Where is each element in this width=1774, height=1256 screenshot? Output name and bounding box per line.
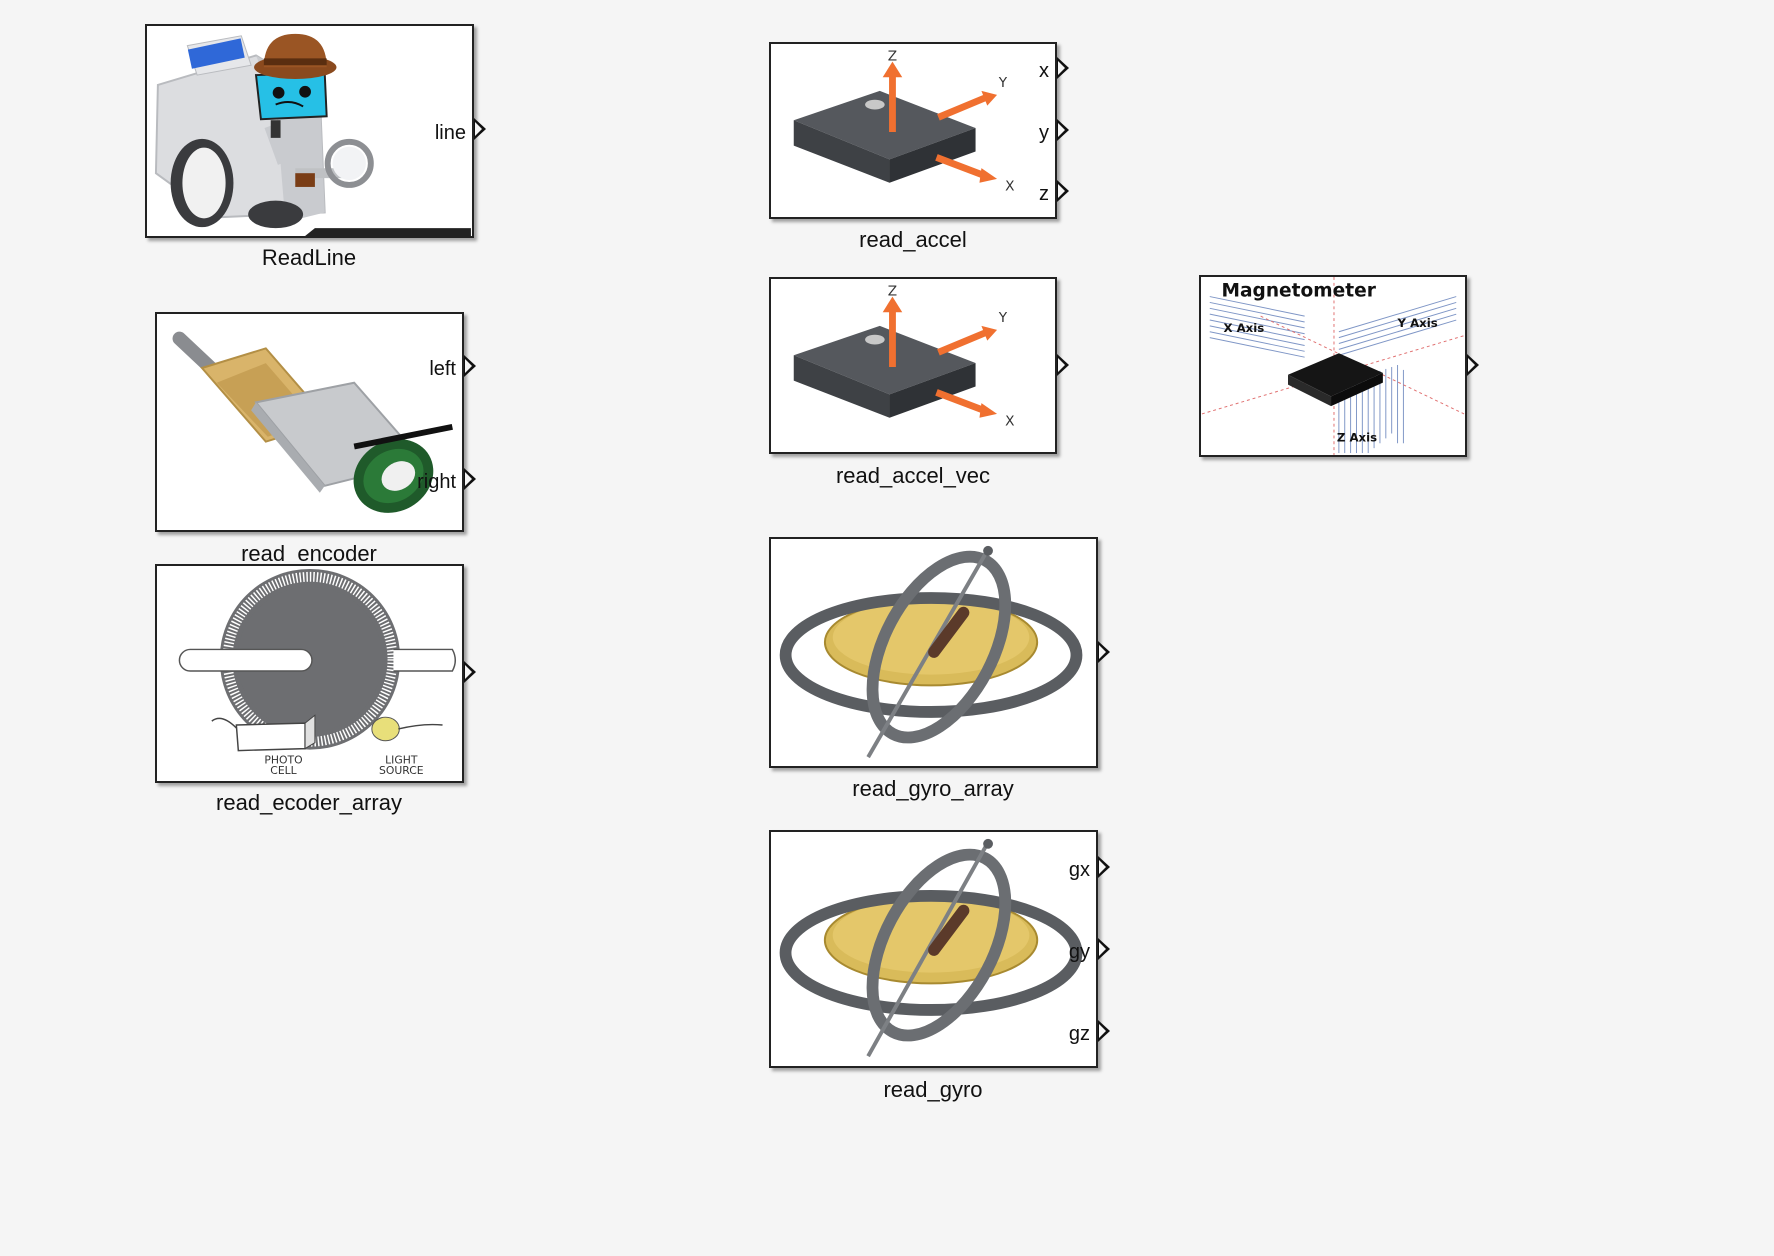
output-port-gy[interactable] xyxy=(1098,938,1110,960)
port-label-x: x xyxy=(1039,60,1049,82)
light-source-label-1: LIGHT xyxy=(385,753,418,766)
output-port-accel-x[interactable] xyxy=(1057,57,1069,79)
axis-y-label: Y xyxy=(998,310,1008,326)
output-port-gyro-array[interactable] xyxy=(1098,641,1110,663)
magnetometer-z-axis: Z Axis xyxy=(1337,430,1377,444)
magnetometer-title: Magnetometer xyxy=(1222,281,1377,302)
read-gyro-name: read_gyro xyxy=(883,1077,983,1102)
read-accel-name: read_accel xyxy=(859,227,967,252)
output-port-gz[interactable] xyxy=(1098,1020,1110,1042)
optical-encoder-disk-icon: PHOTO CELL LIGHT SOURCE xyxy=(178,568,457,777)
port-label-gz: gz xyxy=(1068,1023,1090,1045)
readline-name: ReadLine xyxy=(261,245,357,270)
port-label-gx: gx xyxy=(1068,859,1090,881)
readline-block[interactable]: line xyxy=(145,24,474,238)
read-encoder-name: read_encoder xyxy=(241,541,377,566)
robot-detective-icon xyxy=(154,33,471,236)
read-gyro-block[interactable]: gx gy gz xyxy=(769,830,1098,1068)
read-ecoder-array-name: read_ecoder_array xyxy=(216,790,402,815)
output-port-accel-vec[interactable] xyxy=(1057,354,1069,376)
axis-x-label: X xyxy=(1005,179,1014,195)
gyroscope-icon xyxy=(779,838,1083,1058)
gear-motor-encoder-icon xyxy=(172,331,453,513)
magnetometer-y-axis: Y Axis xyxy=(1397,316,1438,330)
port-label-z: z xyxy=(1039,183,1049,205)
output-port-accel-z[interactable] xyxy=(1057,180,1069,202)
output-port-left[interactable] xyxy=(464,355,476,377)
gyroscope-icon xyxy=(779,545,1083,759)
axis-y-label: Y xyxy=(998,75,1008,91)
accelerometer-chip-icon: Z Y X xyxy=(793,49,1014,195)
port-label-left: left xyxy=(429,358,456,380)
read-ecoder-array-block[interactable]: PHOTO CELL LIGHT SOURCE xyxy=(155,564,464,783)
read-encoder-block[interactable]: left right xyxy=(155,312,464,532)
output-port-line[interactable] xyxy=(474,118,486,140)
magnetometer-block[interactable]: Magnetometer X Axis Y Axis Z Axis xyxy=(1199,275,1467,457)
read-gyro-array-name: read_gyro_array xyxy=(852,776,1014,801)
read-accel-vec-block[interactable]: Z Y X xyxy=(769,277,1057,454)
port-label-gy: gy xyxy=(1068,941,1090,963)
output-port-magnetometer[interactable] xyxy=(1467,354,1479,376)
port-label-right: right xyxy=(417,471,456,493)
port-label-line: line xyxy=(434,122,466,144)
light-source-label-2: SOURCE xyxy=(379,764,424,777)
port-label-y: y xyxy=(1039,122,1049,144)
output-port-gx[interactable] xyxy=(1098,856,1110,878)
read-gyro-array-block[interactable] xyxy=(769,537,1098,768)
photo-cell-label-2: CELL xyxy=(270,764,296,777)
magnetometer-x-axis: X Axis xyxy=(1223,321,1264,335)
axis-z-label: Z xyxy=(888,284,897,300)
read-accel-vec-name: read_accel_vec xyxy=(835,463,991,488)
output-port-accel-y[interactable] xyxy=(1057,119,1069,141)
axis-x-label: X xyxy=(1005,414,1014,430)
axis-z-label: Z xyxy=(888,49,897,65)
output-port-right[interactable] xyxy=(464,468,476,490)
read-accel-block[interactable]: Z Y X x y z xyxy=(769,42,1057,219)
output-port-ecoder-array[interactable] xyxy=(464,661,476,683)
magnetometer-icon: Magnetometer X Axis Y Axis Z Axis xyxy=(1201,277,1465,455)
accelerometer-chip-icon: Z Y X xyxy=(793,284,1014,430)
photo-cell-label-1: PHOTO xyxy=(264,753,302,766)
